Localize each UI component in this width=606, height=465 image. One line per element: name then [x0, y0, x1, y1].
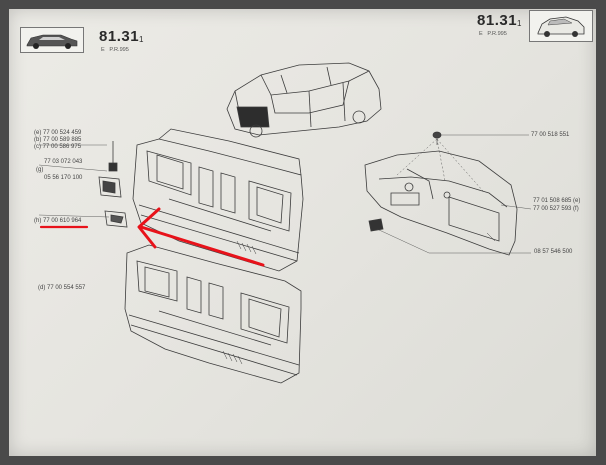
left-edition: E P.R.995	[101, 47, 129, 53]
car-cutaway-drawing	[226, 62, 382, 138]
left-page-dot: .	[116, 28, 122, 45]
right-edition-code: P.R.995	[487, 31, 507, 37]
right-car-icon	[529, 10, 593, 42]
left-page-number: 81.311	[99, 28, 144, 45]
front-panel-lower-drawing	[124, 244, 302, 384]
right-edition: E P.R.995	[479, 31, 507, 37]
right-page-sub: 1	[517, 19, 522, 28]
right-page-dot: .	[494, 12, 500, 29]
ref-e: (e) 77 00 524 459	[34, 130, 82, 136]
right-page-main: 81	[477, 12, 495, 29]
front-panel-upper-drawing	[132, 128, 304, 272]
left-page-main: 81	[99, 28, 117, 45]
ref-r2: 77 01 508 685 (e)	[533, 198, 581, 204]
ref-b: (b) 77 00 589 885	[34, 137, 82, 143]
ref-d: (d) 77 00 554 557	[38, 285, 86, 291]
right-page-number: 81.311	[477, 12, 522, 29]
left-page-sub: 1	[139, 35, 144, 44]
small-parts-drawing	[38, 141, 128, 228]
left-car-icon	[20, 27, 84, 53]
right-page-section: 31	[499, 12, 518, 29]
red-arrow-line	[139, 225, 265, 267]
ref-p1: 77 03 072 043	[44, 159, 83, 165]
catalog-page: 81.311 E P.R.995 81.311 E P.R.995	[9, 9, 596, 456]
ref-r3: 77 00 527 593 (f)	[533, 206, 579, 212]
ref-r4: 08 57 546 500	[534, 249, 573, 255]
red-arrow-head	[137, 207, 161, 249]
left-page-section: 31	[121, 28, 140, 45]
red-annotation	[39, 207, 265, 267]
parts-diagram	[38, 62, 532, 384]
ref-g: (g)	[36, 167, 44, 173]
ref-c: (c) 77 00 586 975	[34, 144, 82, 150]
left-edition-letter: E	[101, 47, 105, 53]
ref-p2: 05 56 170 100	[44, 175, 83, 181]
left-edition-code: P.R.995	[109, 47, 129, 53]
rear-panel-drawing	[364, 131, 532, 256]
right-edition-letter: E	[479, 31, 483, 37]
ref-h: (h) 77 00 610 964	[34, 218, 82, 224]
ref-r1: 77 00 518 551	[531, 132, 570, 138]
